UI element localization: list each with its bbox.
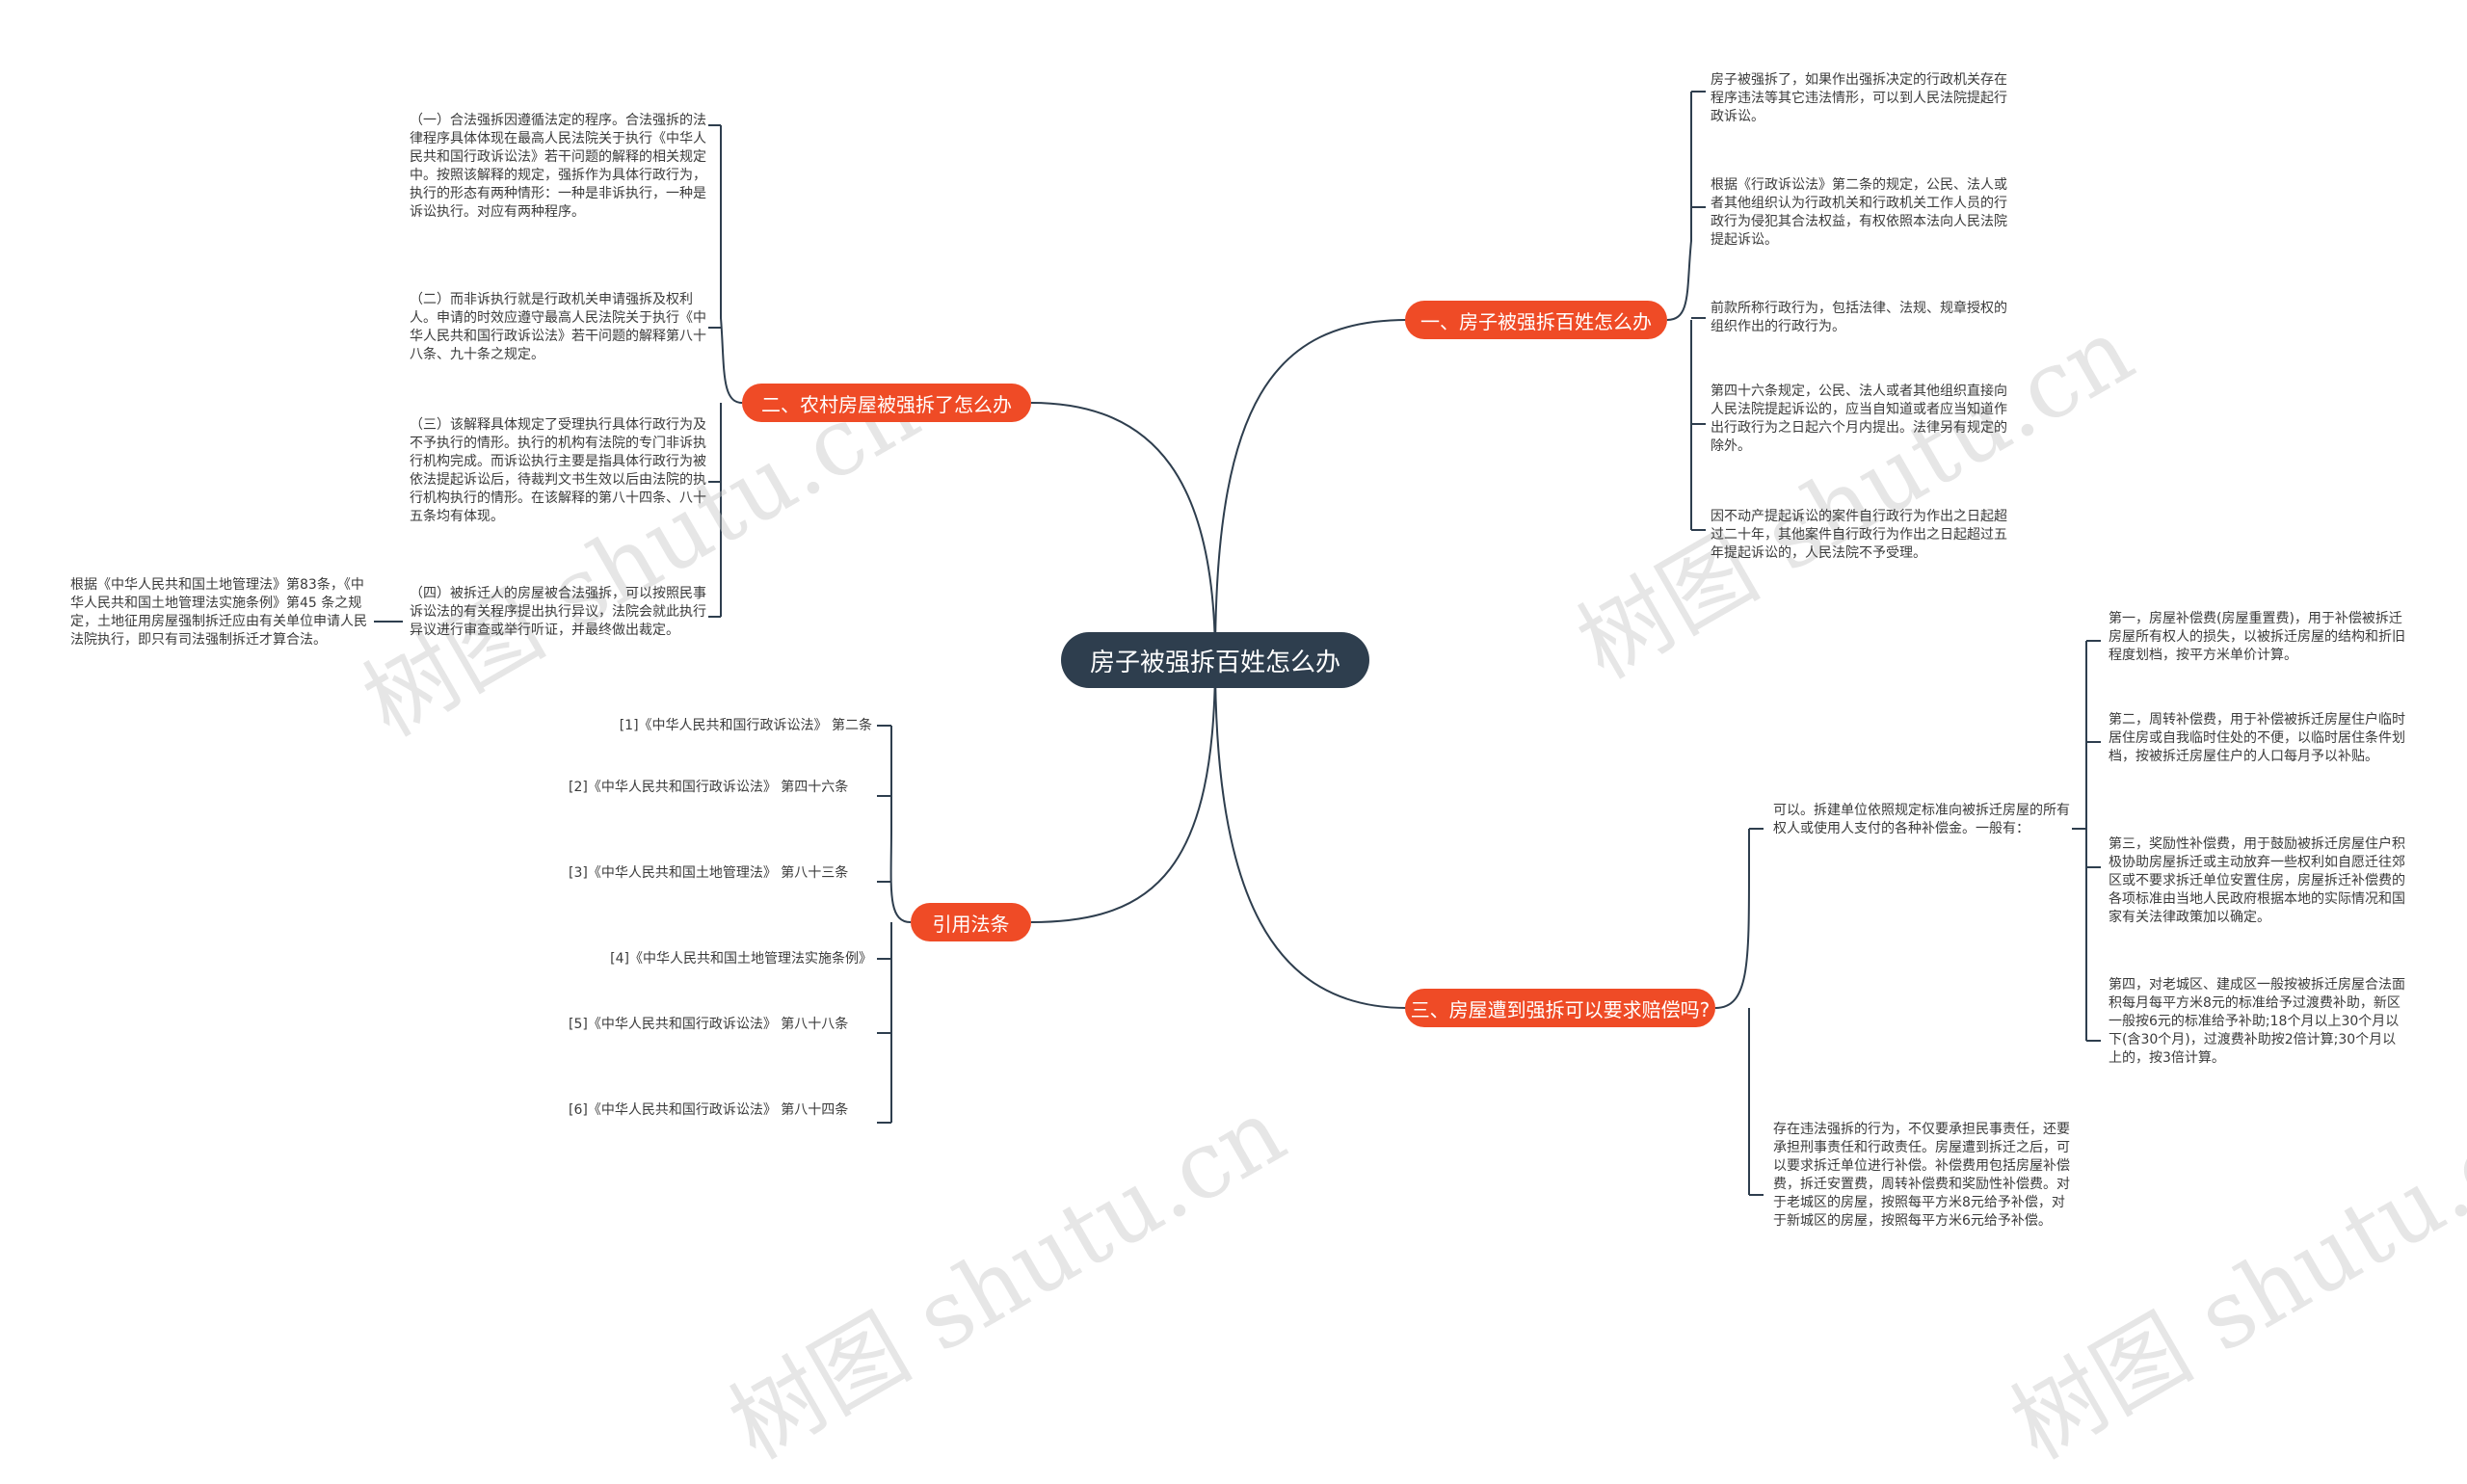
connector-root-b2 [1030, 402, 1216, 661]
b3-subleaf-4[interactable]: 第四，对老城区、建成区一般按被拆迁房屋合法面积每月每平方米8元的标准给予过渡费补… [2109, 977, 2405, 1066]
b1-leaf-2[interactable]: 根据《行政诉讼法》第二条的规定，公民、法人或者其他组织认为行政机关和行政机关工作… [1711, 177, 2007, 248]
b3-subleaf-3[interactable]: 第三，奖励性补偿费，用于鼓励被拆迁房屋住户积极协助房屋拆迁或主动放弃一些权利如自… [2109, 836, 2405, 925]
mindmap-canvas: 树图 shutu.cn 树图 shutu.cn 树图 shutu.cn 树图 s… [70, 72, 2467, 1480]
b3-subleaf-2[interactable]: 第二，周转补偿费，用于补偿被拆迁房屋住户临时居住房或自我临时住处的不便，以临时居… [2109, 712, 2405, 764]
reference-item-4[interactable]: [4]《中华人民共和国土地管理法实施条例》 [610, 951, 872, 967]
b1-leaf-1[interactable]: 房子被强拆了，如果作出强拆决定的行政机关存在程序违法等其它违法情形，可以到人民法… [1711, 72, 2007, 124]
connector-b4-bracket [889, 726, 912, 1123]
reference-item-6[interactable]: [6]《中华人民共和国行政诉讼法》 第八十四条 [569, 1102, 849, 1118]
root-topic[interactable]: 房子被强拆百姓怎么办 [1061, 632, 1369, 688]
b1-leaf-5[interactable]: 因不动产提起诉讼的案件自行政行为作出之日起超过二十年，其他案件自行政行为作出之日… [1711, 509, 2007, 561]
b1-leaf-4[interactable]: 第四十六条规定，公民、法人或者其他组织直接向人民法院提起诉讼的，应当自知道或者应… [1711, 384, 2007, 454]
b3-leaf-2[interactable]: 存在违法强拆的行为，不仅要承担民事责任，还要承担刑事责任和行政责任。房屋遭到拆迁… [1773, 1122, 2070, 1229]
branch-topic-2[interactable]: 二、农村房屋被强拆了怎么办 [742, 384, 1031, 422]
b2-leaf-4[interactable]: （四）被拆迁人的房屋被合法强拆，可以按照民事诉讼法的有关程序提出执行异议，法院会… [410, 586, 706, 638]
b2-leaf-1[interactable]: （一）合法强拆因遵循法定的程序。合法强拆的法律程序具体体现在最高人民法院关于执行… [410, 113, 706, 220]
reference-item-5[interactable]: [5]《中华人民共和国行政诉讼法》 第八十八条 [569, 1017, 849, 1032]
reference-item-3[interactable]: [3]《中华人民共和国土地管理法》 第八十三条 [569, 865, 849, 881]
branch-topic-3[interactable]: 三、房屋遭到强拆可以要求赔偿吗? [1405, 989, 1715, 1027]
branch-topic-1[interactable]: 一、房子被强拆百姓怎么办 [1405, 301, 1667, 339]
b1-leaf-3[interactable]: 前款所称行政行为，包括法律、法规、规章授权的组织作出的行政行为。 [1711, 301, 2007, 334]
connector-b3-bracket [1714, 829, 1750, 1195]
b2-subleaf[interactable]: 根据《中华人民共和国土地管理法》第83条，《中华人民共和国土地管理法实施条例》第… [70, 577, 367, 648]
connector-root-b3 [1214, 659, 1408, 1009]
connector-b1-bracket [1666, 92, 1692, 530]
b3-subleaf-1[interactable]: 第一，房屋补偿费(房屋重置费)，用于补偿被拆迁房屋所有权人的损失，以被拆迁房屋的… [2109, 611, 2405, 663]
reference-item-1[interactable]: [1]《中华人民共和国行政诉讼法》 第二条 [619, 718, 872, 733]
connector-root-b1 [1214, 319, 1408, 661]
reference-item-2[interactable]: [2]《中华人民共和国行政诉讼法》 第四十六条 [569, 780, 849, 795]
connector-b2-bracket [720, 125, 743, 617]
branch-topic-4[interactable]: 引用法条 [911, 903, 1031, 941]
connector-lines [374, 91, 2101, 1196]
connector-root-b4 [1030, 659, 1216, 923]
b2-leaf-3[interactable]: （三）该解释具体规定了受理执行具体行政行为及不予执行的情形。执行的机构有法院的专… [410, 417, 706, 524]
b3-leaf-1[interactable]: 可以。拆建单位依照规定标准向被拆迁房屋的所有权人或使用人支付的各种补偿金。一般有… [1773, 803, 2070, 836]
b2-leaf-2[interactable]: （二）而非诉执行就是行政机关申请强拆及权利人。申请的时效应遵守最高人民法院关于执… [410, 292, 706, 362]
